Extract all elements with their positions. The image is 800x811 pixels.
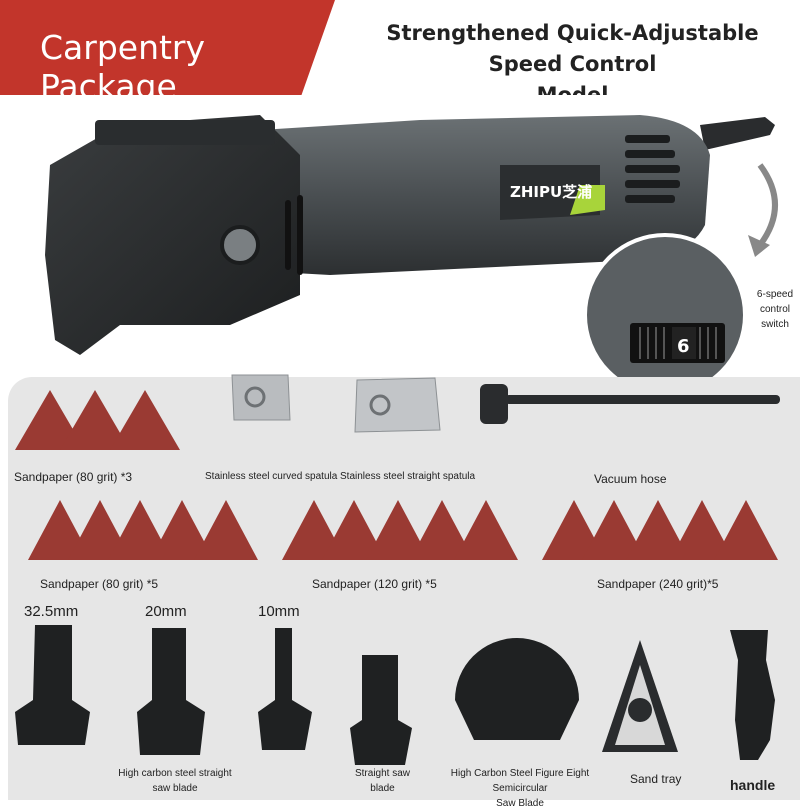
vacuum-hose-head	[480, 384, 508, 424]
clamp-bolt	[220, 225, 260, 265]
size-label-20mm: 20mm	[145, 603, 187, 620]
caption-semicircular-blade: High Carbon Steel Figure Eight Semicircu…	[450, 768, 590, 809]
vacuum-hose	[505, 395, 780, 404]
sandpaper-120-x5	[282, 500, 518, 560]
multi-tool-illustration: ZHIPU芝浦	[45, 115, 778, 377]
caption-straight-saw-blade: Straight saw blade	[354, 768, 411, 794]
caption-sandpaper-80-x5: Sandpaper (80 grit) *5	[40, 577, 159, 591]
caption-straight-spatula: Stainless steel straight spatula	[340, 471, 476, 482]
side-handle	[730, 630, 775, 760]
tool-body	[180, 115, 710, 275]
sandpaper-80-x5	[28, 500, 258, 560]
caption-curved-spatula: Stainless steel curved spatula	[205, 471, 338, 482]
straight-spatula	[354, 377, 441, 433]
caption-straight-saw-blades: High carbon steel straight saw blade	[118, 768, 232, 794]
size-label-10mm: 10mm	[258, 603, 300, 620]
curved-spatula	[231, 374, 291, 421]
title-line-1: Strengthened Quick-Adjustable Speed Cont…	[386, 21, 759, 76]
straight-saw-blade	[350, 655, 412, 765]
callout-arrow-icon	[757, 163, 778, 247]
caption-sandpaper-240-x5: Sandpaper (240 grit)*5	[597, 577, 719, 591]
sandpaper-80-x3	[15, 390, 180, 450]
saw-blades-straight	[15, 625, 312, 755]
quick-release-lever	[95, 120, 275, 145]
semicircular-blade	[455, 638, 579, 740]
power-cord	[700, 117, 775, 150]
package-badge: Carpentry Package	[0, 0, 335, 95]
caption-vacuum-hose: Vacuum hose	[594, 472, 667, 486]
tool-head	[45, 115, 300, 355]
brand-accent	[570, 185, 605, 215]
size-label-32-5mm: 32.5mm	[24, 603, 79, 620]
speed-switch-label: 6-speed control switch	[756, 289, 794, 330]
caption-sand-tray: Sand tray	[630, 772, 682, 786]
speed-dial-value: 6	[677, 336, 690, 357]
caption-handle: handle	[730, 777, 776, 793]
caption-sandpaper-120-x5: Sandpaper (120 grit) *5	[312, 577, 437, 591]
package-badge-label: Carpentry Package	[40, 28, 206, 106]
sandpaper-240-x5	[542, 500, 778, 560]
caption-sandpaper-80-x3: Sandpaper (80 grit) *3	[14, 470, 133, 484]
brand-logo: ZHIPU芝浦	[510, 183, 592, 201]
